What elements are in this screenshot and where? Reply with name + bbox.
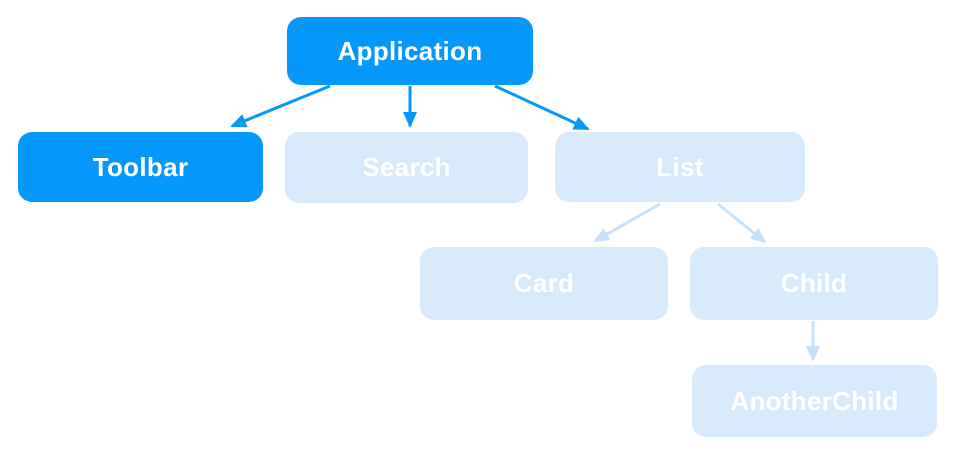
edge-application-to-list (494, 84, 590, 131)
edge-list-to-card (593, 202, 661, 243)
node-child[interactable]: Child (690, 247, 938, 320)
node-list[interactable]: List (555, 132, 805, 202)
node-toolbar[interactable]: Toolbar (18, 132, 263, 202)
edge-list-to-child (717, 202, 767, 244)
node-anotherchild[interactable]: AnotherChild (692, 365, 937, 437)
node-label: Child (780, 268, 848, 298)
node-label: AnotherChild (730, 385, 899, 416)
node-card[interactable]: Card (420, 247, 668, 320)
node-label: List (656, 151, 704, 182)
node-label: Application (337, 35, 483, 66)
node-search[interactable]: Search (285, 132, 528, 203)
node-application[interactable]: Application (287, 17, 533, 85)
node-label: Search (362, 152, 451, 182)
node-label: Card (513, 268, 575, 298)
node-label: Toolbar (92, 151, 189, 182)
edge-application-to-toolbar (230, 84, 331, 128)
